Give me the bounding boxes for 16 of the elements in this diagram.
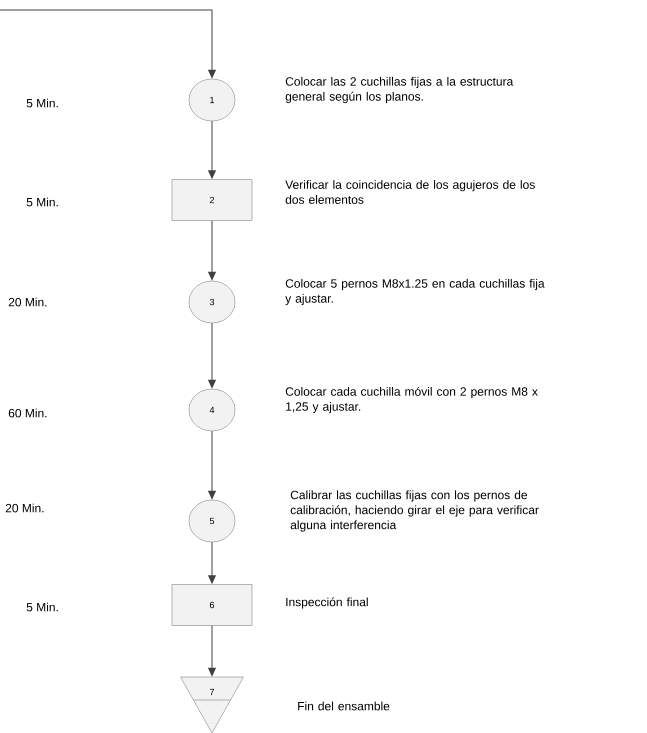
step-description: Colocar 5 pernos M8x1.25 en cada cuchillas fija y ajustar. (285, 278, 545, 306)
step-description: Inspección final (286, 597, 368, 609)
time-label: 5 Min. (26, 602, 58, 612)
storage-triangle: 7 (180, 676, 244, 733)
step-description: Calibrar las cuchillas fijas con los pernos de calibración, haciendo girar el eje para verificar alguna interferencia (290, 490, 539, 532)
step-description: Colocar cada cuchilla móvil con 2 pernos M8 x 1,25 y ajustar. (286, 386, 538, 414)
step-description: Colocar las 2 cuchillas fijas a la estructura general según los planos. (286, 76, 514, 104)
time-label: 5 Min. (26, 98, 58, 108)
time-label: 20 Min. (6, 504, 44, 512)
inspection-box: 2 (172, 179, 252, 221)
time-label: 5 Min. (26, 198, 58, 206)
inspection-box: 6 (172, 584, 252, 626)
step-description: Fin del ensamble (298, 702, 390, 710)
time-label: 60 Min. (8, 408, 46, 418)
step-description: Verificar la coincidencia de los agujeros de los dos elementos (285, 180, 535, 204)
time-label: 20 Min. (8, 298, 46, 306)
